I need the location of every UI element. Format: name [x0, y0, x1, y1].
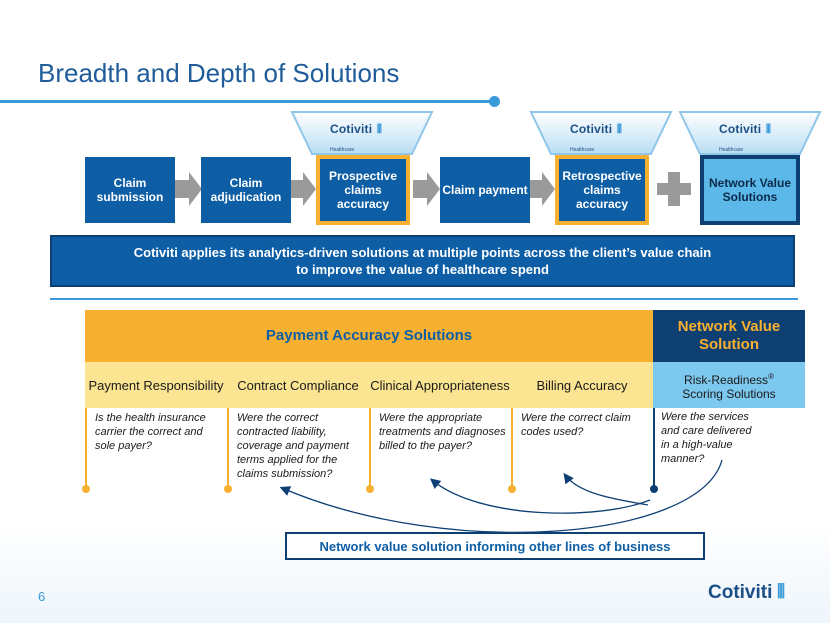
logo-brand: Cotiviti — [719, 122, 762, 136]
col-risk-readiness: Risk-Readiness® Scoring Solutions — [653, 362, 805, 408]
payment-accuracy-header: Payment Accuracy Solutions — [85, 310, 653, 362]
column-line-dot — [650, 485, 658, 493]
step-retrospective-claims-accuracy: Retrospective claims accuracy — [555, 155, 649, 225]
logo-mark-icon: ⦀ — [616, 122, 622, 136]
column-line — [369, 408, 371, 488]
column-line — [653, 408, 655, 488]
logo-retrospective: Cotiviti ⦀ Healthcare — [570, 120, 640, 156]
col-contract-compliance: Contract Compliance — [227, 362, 369, 408]
arrow-to-clinical-appropriateness — [430, 478, 651, 514]
footer-logo-brand: Cotiviti — [708, 582, 773, 603]
step-claim-payment: Claim payment — [440, 157, 530, 223]
arrow-right-icon — [175, 172, 202, 206]
network-value-header: Network Value Solution — [653, 310, 805, 362]
logo-sub: Healthcare — [570, 147, 595, 153]
question-clinical-appropriateness: Were the appropriate treatments and diag… — [379, 412, 506, 452]
logo-network: Cotiviti ⦀ Healthcare — [719, 120, 789, 156]
column-line-dot — [508, 485, 516, 493]
col-payment-responsibility: Payment Responsibility — [85, 362, 227, 408]
logo-sub: Healthcare — [330, 147, 355, 153]
column-line — [85, 408, 87, 488]
page-number: 6 — [38, 589, 46, 604]
banner-line-1: Cotiviti applies its analytics-driven so… — [133, 245, 712, 260]
col-clinical-appropriateness: Clinical Appropriateness — [369, 362, 511, 408]
question-payment-responsibility: Is the health insurance carrier the corr… — [95, 412, 206, 452]
column-line-dot — [224, 485, 232, 493]
logo-brand: Cotiviti — [330, 122, 373, 136]
column-line — [227, 408, 229, 488]
section-divider — [50, 298, 798, 300]
step-network-value-solutions: Network Value Solutions — [700, 155, 800, 225]
footer-logo: Cotiviti ⦀ — [708, 582, 785, 604]
step-claim-adjudication: Claim adjudication — [201, 157, 291, 223]
banner-line-2: to improve the value of healthcare spend — [296, 262, 549, 277]
logo-sub: Healthcare — [719, 147, 744, 153]
column-line — [511, 408, 513, 488]
arrow-right-icon — [291, 172, 316, 206]
logo-prospective: Cotiviti ⦀ Healthcare — [330, 120, 400, 156]
question-contract-compliance: Were the correct contracted liability, c… — [237, 412, 349, 480]
plus-icon — [657, 172, 691, 206]
arrow-to-billing-accuracy — [563, 472, 649, 506]
column-line-dot — [366, 485, 374, 493]
col-billing-accuracy: Billing Accuracy — [511, 362, 653, 408]
logo-mark-icon: ⦀ — [776, 582, 786, 603]
column-line-dot — [82, 485, 90, 493]
logo-mark-icon: ⦀ — [376, 122, 382, 136]
title-underline — [0, 100, 496, 103]
network-value-informing-label: Network value solution informing other l… — [285, 532, 705, 560]
step-claim-submission: Claim submission — [85, 157, 175, 223]
step-prospective-claims-accuracy: Prospective claims accuracy — [316, 155, 410, 225]
step-retrospective-label: Retrospective claims accuracy — [559, 159, 645, 221]
registered-mark: ® — [768, 371, 774, 381]
step-prospective-label: Prospective claims accuracy — [320, 159, 406, 221]
question-network-value: Were the services and care delivered in … — [661, 411, 752, 465]
question-billing-accuracy: Were the correct claim codes used? — [521, 412, 631, 438]
title-underline-dot — [489, 96, 500, 107]
arrow-right-icon — [413, 172, 440, 206]
logo-mark-icon: ⦀ — [765, 122, 771, 136]
scoring-solutions-label: Scoring Solutions — [682, 386, 776, 401]
value-chain-banner: Cotiviti applies its analytics-driven so… — [50, 235, 795, 287]
step-network-value-label: Network Value Solutions — [704, 159, 796, 221]
arrow-right-icon — [530, 172, 555, 206]
logo-brand: Cotiviti — [570, 122, 613, 136]
risk-readiness-label: Risk-Readiness — [684, 372, 769, 387]
page-title: Breadth and Depth of Solutions — [38, 58, 400, 88]
